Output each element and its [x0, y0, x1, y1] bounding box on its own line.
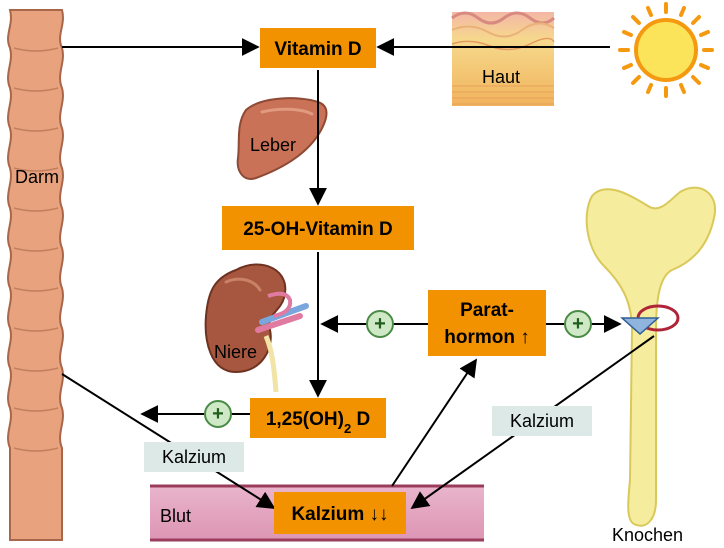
arrow-gut-calcium-to-blood [61, 373, 276, 509]
liver-label: Leber [250, 135, 296, 155]
receptor-icon [620, 317, 660, 336]
node-blood-calcium: Kalzium ↓↓ [274, 492, 406, 534]
kidney-label: Niere [214, 342, 257, 362]
arrow-blood-to-pth [391, 358, 477, 487]
gut-label: Darm [15, 167, 59, 187]
plus-icon-gut: + [204, 400, 232, 428]
bone-label: Knochen [612, 525, 683, 545]
node-calcitriol-label: 1,25(OH)2 D [266, 409, 370, 436]
node-parathormon-line1: Parat- [460, 300, 514, 321]
svg-text:Kalzium: Kalzium [162, 447, 226, 467]
sun-icon [618, 2, 714, 98]
node-vitamin-d-label: Vitamin D [274, 39, 361, 60]
gut-illustration [7, 9, 64, 541]
svg-text:+: + [374, 313, 386, 335]
svg-text:+: + [572, 313, 584, 335]
skin-label: Haut [482, 67, 520, 87]
bone-illustration [585, 186, 717, 527]
blood-label: Blut [160, 506, 191, 526]
kidney-illustration [204, 263, 309, 393]
node-parathormon-line2: hormon ↑ [444, 327, 530, 348]
node-vitamin-d: Vitamin D [260, 28, 376, 68]
svg-text:Kalzium: Kalzium [510, 411, 574, 431]
callout-gut-calcium: Kalzium [144, 442, 244, 472]
node-25-oh-vitamin-d-label: 25-OH-Vitamin D [243, 219, 393, 240]
node-blood-calcium-label: Kalzium ↓↓ [291, 504, 388, 525]
node-calcitriol: 1,25(OH)2 D [250, 398, 386, 438]
callout-bone-calcium: Kalzium [492, 406, 592, 436]
plus-icon-kidney: + [366, 310, 394, 338]
liver-illustration [236, 97, 328, 180]
node-25-oh-vitamin-d: 25-OH-Vitamin D [222, 206, 414, 250]
plus-icon-bone: + [564, 310, 592, 338]
skin-illustration [451, 11, 556, 106]
node-parathormon: Parat- hormon ↑ [428, 290, 546, 356]
svg-text:+: + [212, 403, 224, 425]
